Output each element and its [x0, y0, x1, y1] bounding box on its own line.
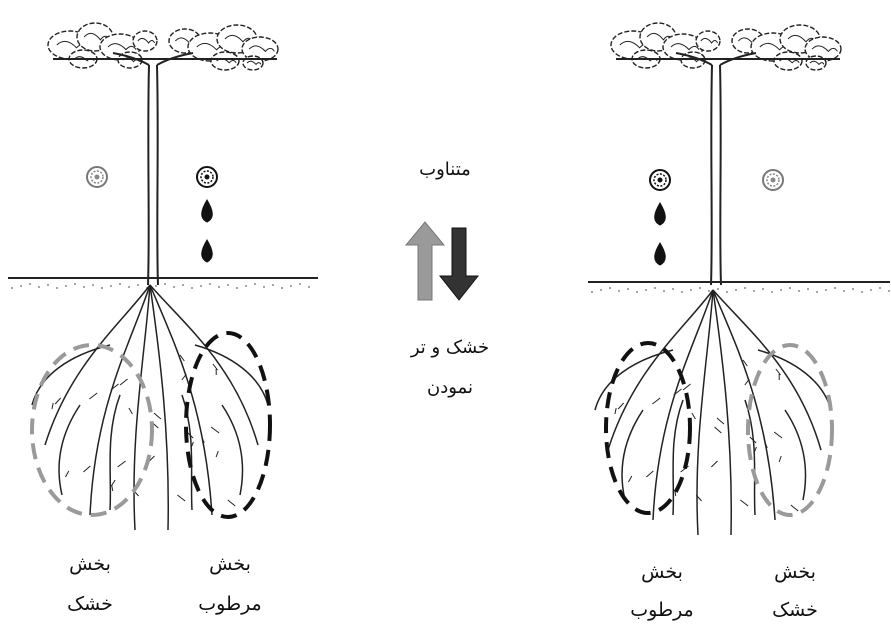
- alternating-label: متناوب: [395, 158, 495, 182]
- arrow-up-icon: [406, 222, 444, 300]
- right-emitter-active-icon: [650, 170, 670, 190]
- left-emitter-active-icon: [197, 167, 217, 187]
- right-trunk: [676, 53, 756, 285]
- right-wet-label-line1: بخش: [622, 560, 702, 584]
- right-wet-label-line2: مرطوب: [622, 598, 702, 622]
- right-dry-label-line1: بخش: [760, 560, 830, 584]
- left-water-drop-icon: [202, 200, 213, 222]
- left-wet-label-line1: بخش: [190, 552, 270, 576]
- right-ground-line: [588, 282, 890, 293]
- left-ground-line: [8, 278, 318, 289]
- left-wet-zone-outline: [186, 333, 270, 517]
- left-dry-label-line1: بخش: [55, 552, 125, 576]
- left-water-drop-icon-2: [202, 240, 213, 262]
- wet-dry-label-line1: خشک و تر: [400, 336, 500, 360]
- left-dry-label-line2: خشک: [55, 592, 125, 616]
- wet-dry-label-line2: نمودن: [400, 376, 500, 400]
- left-trunk: [113, 53, 193, 285]
- right-water-drop-icon-2: [655, 243, 666, 265]
- right-roots: [595, 290, 831, 535]
- right-dry-label-line2: خشک: [760, 598, 830, 622]
- arrow-down-icon: [440, 228, 478, 300]
- left-emitter-inactive-icon: [87, 167, 107, 187]
- right-dry-zone-outline: [748, 345, 832, 515]
- right-emitter-inactive-icon: [763, 170, 783, 190]
- right-water-drop-icon: [655, 203, 666, 225]
- alternating-cycle-arrows: [406, 222, 478, 300]
- left-wet-label-line2: مرطوب: [190, 592, 270, 616]
